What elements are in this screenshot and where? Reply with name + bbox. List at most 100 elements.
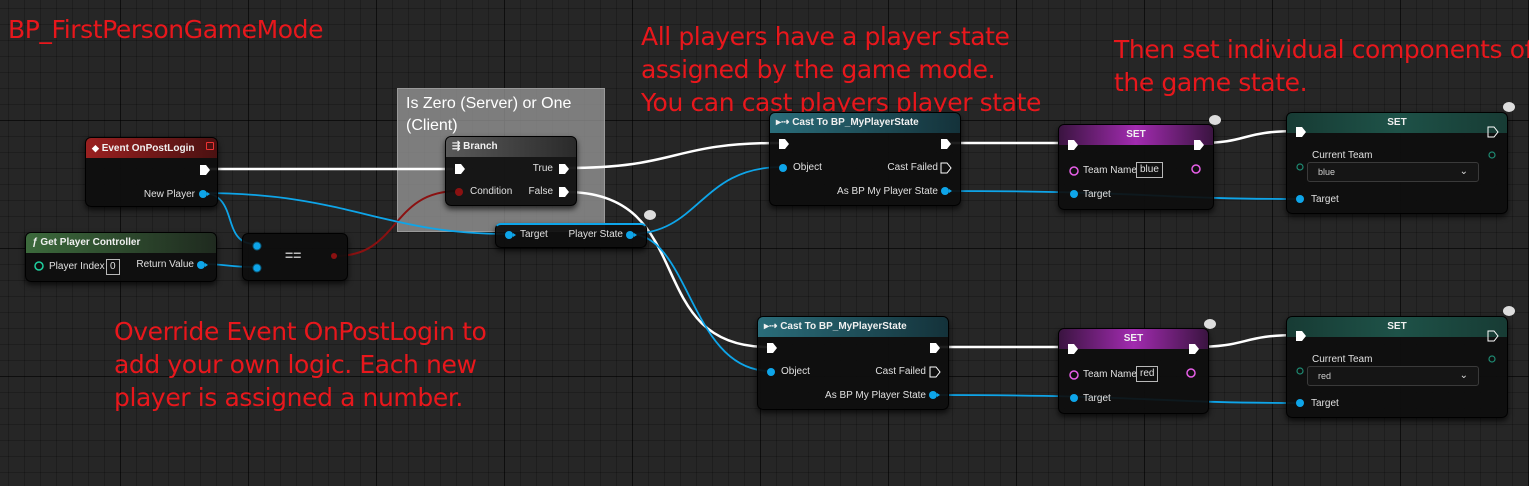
cast-bottom-exec-in-pin[interactable]	[766, 342, 778, 354]
cast-bottom-exec-out-pin[interactable]	[929, 342, 941, 354]
set-top-team-name-input[interactable]: blue	[1136, 162, 1163, 178]
set-bottom-team-name-input[interactable]: red	[1136, 366, 1159, 382]
player-index-pin[interactable]	[34, 260, 46, 272]
comment-bubble-icon[interactable]	[1208, 114, 1222, 126]
event-title: Event OnPostLogin	[101, 143, 195, 154]
set-bottom-target-label: Target	[1083, 393, 1111, 404]
comment-title: Is Zero (Server) or One (Client)	[406, 95, 572, 134]
branch-node[interactable]: ⇶ Branch True Condition False	[445, 136, 577, 206]
return-value-pin[interactable]	[196, 260, 208, 272]
annotation-set-components: Then set individual components of the ga…	[1114, 35, 1529, 97]
cast-top-title: Cast To BP_MyPlayerState	[792, 117, 919, 128]
comment-bubble-icon[interactable]	[643, 209, 657, 221]
exec-out-pin[interactable]	[199, 164, 211, 176]
player-index-label: Player Index	[49, 261, 105, 272]
get-player-controller-node[interactable]: ƒ Get Player Controller Player Index 0 R…	[25, 232, 217, 282]
cast-top-exec-out-pin[interactable]	[940, 138, 952, 150]
set-ct-top-dropdown[interactable]: blue ⌄	[1307, 162, 1479, 182]
set-ct-bottom-dropdown[interactable]: red ⌄	[1307, 366, 1479, 386]
player-state-output-pin[interactable]	[625, 230, 637, 242]
set-top-team-name-label: Team Name	[1083, 165, 1137, 176]
equals-input-b-pin[interactable]	[251, 262, 263, 274]
exec-wire-branch-cast-bottom	[564, 190, 770, 349]
set-ct-top-field-out-pin[interactable]	[1487, 149, 1499, 161]
cast-bottom-title: Cast To BP_MyPlayerState	[780, 321, 907, 332]
set-team-name-bottom-node[interactable]: SET Team Name red Target	[1058, 328, 1209, 414]
player-index-input[interactable]: 0	[106, 259, 120, 275]
set-ct-top-target-label: Target	[1311, 194, 1339, 205]
cast-icon: ▸⇢	[764, 321, 778, 332]
player-state-node[interactable]: Target Player State	[495, 223, 647, 248]
branch-condition-label: Condition	[470, 186, 513, 197]
set-bottom-target-pin[interactable]	[1069, 393, 1081, 405]
event-icon: ◆	[92, 143, 99, 153]
function-icon: ƒ	[32, 237, 38, 248]
set-current-team-bottom-node[interactable]: SET Current Team red ⌄ Target	[1286, 316, 1508, 418]
set-ct-bottom-field-pin[interactable]	[1295, 365, 1307, 377]
cast-bottom-failed-pin[interactable]	[929, 366, 941, 378]
cast-top-failed-label: Cast Failed	[887, 162, 938, 173]
bool-wire-equals-branch	[335, 190, 459, 257]
set-bottom-team-name-pin[interactable]	[1069, 369, 1081, 381]
set-ct-top-title: SET	[1387, 117, 1407, 128]
cast-bottom-output-pin[interactable]	[928, 390, 940, 402]
cast-top-failed-pin[interactable]	[940, 162, 952, 174]
cast-bottom-object-pin[interactable]	[766, 366, 778, 378]
comment-bubble-icon[interactable]	[1502, 305, 1516, 317]
set-bottom-exec-in-pin[interactable]	[1067, 343, 1079, 355]
comment-box[interactable]: Is Zero (Server) or One (Client)	[397, 88, 605, 232]
set-top-team-name-out-pin[interactable]	[1191, 163, 1203, 175]
branch-exec-in-pin[interactable]	[454, 163, 466, 175]
set-bottom-team-name-label: Team Name	[1083, 369, 1137, 380]
cast-top-output-pin[interactable]	[940, 186, 952, 198]
set-top-team-name-pin[interactable]	[1069, 165, 1081, 177]
set-team-name-top-node[interactable]: SET Team Name blue Target	[1058, 124, 1214, 210]
branch-condition-pin[interactable]	[454, 186, 466, 198]
branch-false-label: False	[528, 186, 553, 197]
comment-bubble-icon[interactable]	[1203, 318, 1217, 330]
annotation-override-event: Override Event OnPostLogin to add your o…	[114, 317, 487, 412]
equals-node[interactable]: ==	[242, 233, 348, 281]
cast-top-node[interactable]: ▸⇢ Cast To BP_MyPlayerState Object Cast …	[769, 112, 961, 206]
set-ct-bottom-dropdown-value: red	[1318, 371, 1332, 381]
set-bottom-team-name-out-pin[interactable]	[1186, 367, 1198, 379]
new-player-label: New Player	[143, 189, 195, 200]
set-ct-bottom-exec-in-pin[interactable]	[1295, 330, 1307, 342]
cast-bottom-node[interactable]: ▸⇢ Cast To BP_MyPlayerState Object Cast …	[757, 316, 949, 410]
equals-input-a-pin[interactable]	[251, 240, 263, 252]
cast-top-exec-in-pin[interactable]	[778, 138, 790, 150]
chevron-down-icon: ⌄	[1459, 370, 1468, 381]
set-top-target-pin[interactable]	[1069, 189, 1081, 201]
event-onpostlogin-node[interactable]: ◆ Event OnPostLogin New Player	[85, 137, 218, 207]
comment-bubble-icon[interactable]	[1502, 101, 1516, 113]
player-state-target-pin[interactable]	[504, 230, 516, 242]
player-state-target-label: Target	[520, 229, 548, 240]
set-top-target-label: Target	[1083, 189, 1111, 200]
set-ct-bottom-target-pin[interactable]	[1295, 398, 1307, 410]
branch-false-pin[interactable]	[558, 186, 570, 198]
set-top-exec-out-pin[interactable]	[1193, 139, 1205, 151]
set-ct-top-exec-out-pin[interactable]	[1487, 126, 1499, 138]
set-bottom-exec-out-pin[interactable]	[1188, 343, 1200, 355]
branch-true-pin[interactable]	[558, 163, 570, 175]
equals-output-pin[interactable]	[329, 251, 339, 261]
branch-icon: ⇶	[452, 141, 461, 152]
set-top-title: SET	[1126, 129, 1146, 140]
equals-label: ==	[285, 247, 302, 263]
set-ct-bottom-target-label: Target	[1311, 398, 1339, 409]
cast-top-object-pin[interactable]	[778, 162, 790, 174]
new-player-pin[interactable]	[198, 189, 210, 201]
set-ct-bottom-exec-out-pin[interactable]	[1487, 330, 1499, 342]
set-bottom-title: SET	[1123, 333, 1144, 344]
set-top-exec-in-pin[interactable]	[1067, 139, 1079, 151]
blueprint-title: BP_FirstPersonGameMode	[8, 15, 324, 44]
set-ct-top-field-pin[interactable]	[1295, 161, 1307, 173]
set-current-team-top-node[interactable]: SET Current Team blue ⌄ Target	[1286, 112, 1508, 214]
exec-wire-branch-cast-top	[564, 141, 780, 170]
delegate-pin-icon[interactable]	[206, 142, 214, 150]
set-ct-bottom-field-out-pin[interactable]	[1487, 353, 1499, 365]
set-ct-top-exec-in-pin[interactable]	[1295, 126, 1307, 138]
set-ct-top-target-pin[interactable]	[1295, 194, 1307, 206]
return-value-label: Return Value	[136, 259, 194, 270]
